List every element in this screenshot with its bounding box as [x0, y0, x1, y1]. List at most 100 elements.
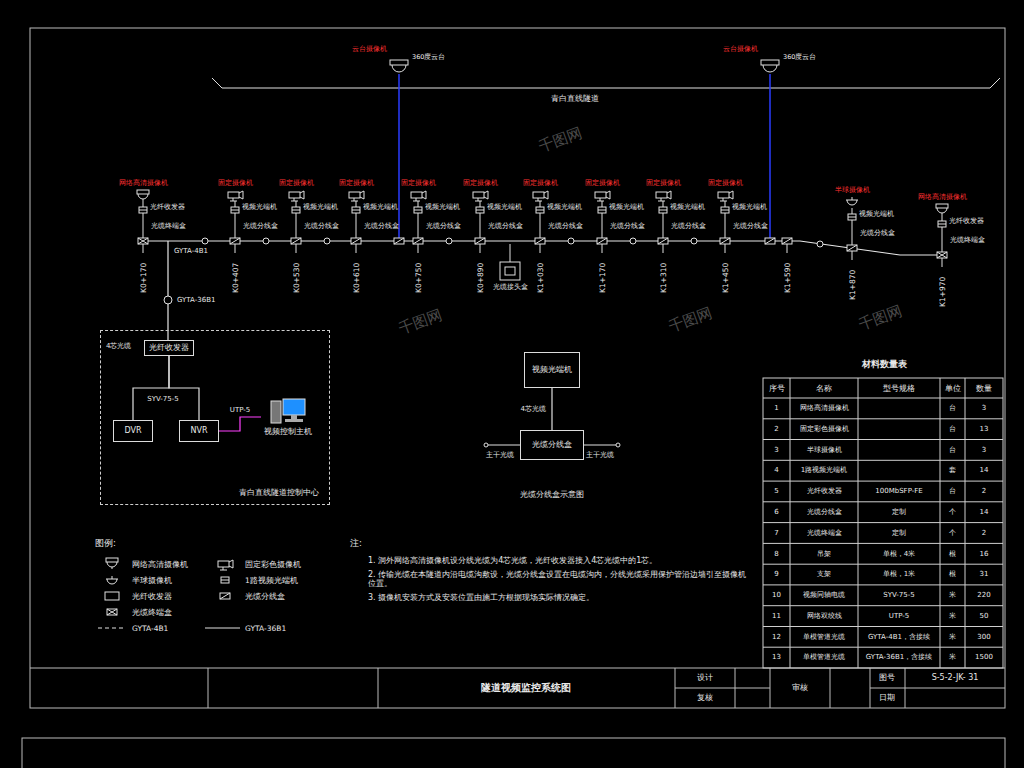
- dome-camera-name: 云台摄像机: [723, 46, 758, 54]
- table-cell: 4: [774, 466, 778, 474]
- device-label: 视频光端机: [487, 204, 522, 212]
- table-cell: 2: [982, 529, 986, 537]
- camera-name: 固定摄像机: [279, 180, 314, 188]
- legend-text: 网络高清摄像机: [132, 560, 188, 569]
- dome-camera: [390, 60, 408, 72]
- legend-title: 图例:: [95, 538, 116, 548]
- table-cell: 吊架: [817, 550, 831, 558]
- tunnel-line: [212, 78, 1000, 88]
- node-text: 青白直线隧道控制中心: [239, 488, 319, 498]
- chainage-label: K0+530: [292, 263, 301, 293]
- legend-text: 1路视频光端机: [245, 576, 298, 585]
- table-cell: 米: [949, 633, 956, 641]
- table-cell: 套: [949, 466, 956, 474]
- table-cell: 支架: [817, 570, 831, 578]
- table-cell: 台: [949, 487, 956, 495]
- table-header: 数量: [976, 384, 992, 393]
- legend-text: 固定彩色摄像机: [245, 560, 301, 569]
- table-cell: 2: [982, 487, 986, 495]
- device-label: 光纤收发器: [150, 204, 185, 212]
- camera-name: 固定摄像机: [585, 180, 620, 188]
- table-cell: 1路视频光端机: [801, 466, 847, 474]
- camera-name: 网络高清摄像机: [119, 180, 168, 188]
- connector: [169, 356, 199, 420]
- chainage-label: K1+030: [536, 263, 545, 293]
- box-label: 光缆分线盒: [860, 230, 895, 238]
- box-label: 光缆分线盒: [426, 223, 461, 231]
- camera-station: [137, 190, 149, 253]
- splice-box: 光缆分线盒: [520, 430, 584, 460]
- drawing-number: S-5-2-JK- 31: [932, 673, 979, 683]
- camera-name: 半球摄像机: [835, 187, 870, 195]
- block-field: 图号: [879, 673, 895, 683]
- table-cell: 50: [980, 612, 989, 620]
- block-field: 审核: [792, 683, 808, 693]
- table-cell: 12: [772, 633, 781, 641]
- camera-name: 固定摄像机: [339, 180, 374, 188]
- device-label: 视频光端机: [670, 204, 705, 212]
- table-cell: 网络高清摄像机: [800, 404, 849, 412]
- camera-station: [656, 191, 671, 253]
- splice-point: [164, 296, 172, 304]
- table-cell: 半球摄像机: [807, 446, 842, 454]
- cable-label: 主干光缆: [486, 451, 514, 459]
- tunnel-junction-box: [500, 244, 520, 280]
- table-cell: 8: [774, 550, 778, 558]
- table-cell: 13: [980, 425, 989, 433]
- dome-camera-note: 360度云台: [783, 54, 816, 62]
- table-cell: 光缆终端盒: [807, 529, 842, 537]
- device-label: 视频光端机: [609, 204, 644, 212]
- table-cell: 9: [774, 570, 778, 578]
- transceiver-box: 光纤收发器: [144, 340, 194, 356]
- legend-text: 光缆分线盒: [245, 592, 285, 601]
- table-cell: 11: [772, 612, 781, 620]
- material-table-grid: [763, 378, 1003, 668]
- coax-line: [769, 74, 771, 238]
- table-header: 名称: [816, 384, 832, 393]
- note-text: 2. 传输光缆在本隧道内沿电缆沟敷设，光缆分线盒设置在电缆沟内，分线光缆采用保护…: [368, 570, 753, 589]
- table-cell: 300: [977, 633, 990, 641]
- tunnel-name: 青白直线隧道: [551, 94, 599, 103]
- table-cell: 3: [982, 446, 986, 454]
- table-cell: 米: [949, 612, 956, 620]
- junction-box: [765, 238, 775, 244]
- dome-camera-note: 360度云台: [412, 54, 445, 62]
- camera-name: 固定摄像机: [463, 180, 498, 188]
- table-header: 序号: [769, 384, 785, 393]
- camera-station: [349, 191, 364, 253]
- camera-station: [533, 191, 548, 253]
- chainage-label: K1+450: [721, 263, 730, 293]
- camera-name: 固定摄像机: [708, 180, 743, 188]
- camera-name: 固定摄像机: [646, 180, 681, 188]
- chainage-label: K0+170: [139, 263, 148, 293]
- table-cell: 光缆分线盒: [807, 508, 842, 516]
- watermark: 千图网: [856, 302, 904, 334]
- edge-label: 4芯光缆: [520, 405, 547, 413]
- notes-title: 注:: [350, 538, 362, 548]
- box-label: 光缆分线盒: [548, 223, 583, 231]
- nvr-box: NVR: [179, 420, 219, 442]
- table-cell: 固定彩色摄像机: [800, 425, 849, 433]
- connector: [133, 356, 169, 420]
- table-cell: 台: [949, 404, 956, 412]
- table-cell: GYTA-36B1，含接续: [866, 653, 932, 661]
- table-cell: 个: [949, 508, 956, 516]
- device-label: 视频光端机: [732, 204, 767, 212]
- table-cell: 单模管道光缆: [803, 633, 845, 641]
- table-cell: 1500: [975, 653, 993, 661]
- table-cell: 3: [982, 404, 986, 412]
- node-text: 光纤收发器: [149, 343, 189, 353]
- table-title: 材料数量表: [862, 359, 907, 370]
- table-cell: 视频同轴电缆: [803, 591, 845, 599]
- cable-label: 4芯光缆: [106, 342, 131, 350]
- camera-name: 网络高清摄像机: [918, 194, 967, 202]
- device-label: 视频光端机: [303, 204, 338, 212]
- table-cell: 2: [774, 425, 778, 433]
- legend-text: 半球摄像机: [132, 576, 172, 585]
- table-cell: 定制: [892, 529, 906, 537]
- node-text: 视频控制主机: [264, 427, 312, 437]
- camera-station: [228, 191, 243, 253]
- table-cell: 米: [949, 653, 956, 661]
- connector: [219, 417, 261, 431]
- table-cell: 7: [774, 529, 778, 537]
